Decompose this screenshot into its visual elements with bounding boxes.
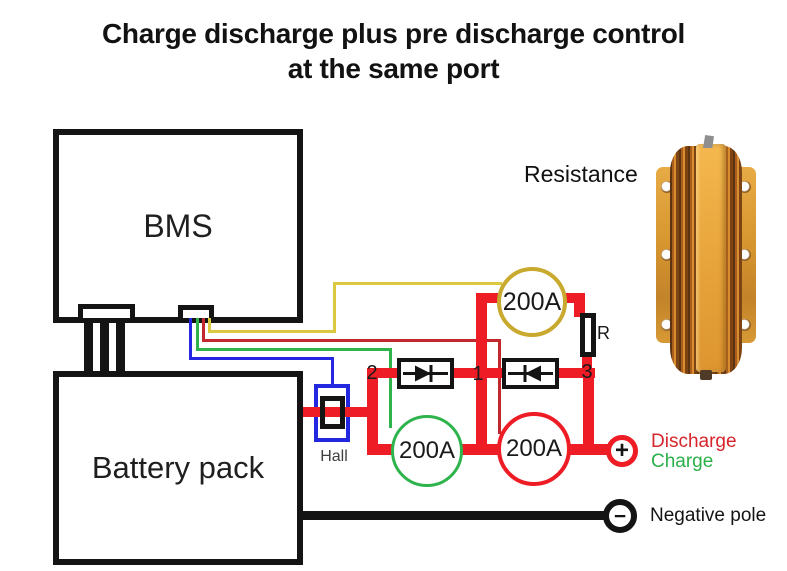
- charge-label: Charge: [651, 451, 714, 472]
- power-resistor-photo: [648, 132, 764, 384]
- battery-pack-box: Battery pack: [53, 371, 303, 565]
- bms-power-connector: [78, 304, 135, 323]
- junction-1-label: 1: [472, 363, 484, 385]
- discharge-label: Discharge: [651, 431, 737, 452]
- wire-yellow-run2: [333, 282, 502, 285]
- wire-yellow-rise: [333, 282, 336, 333]
- negative-terminal-icon: −: [603, 499, 637, 533]
- mounting-hole: [739, 319, 751, 331]
- precharge-contactor-rating: 200A: [502, 287, 562, 316]
- wire-blue-fall: [331, 357, 334, 386]
- diode-2-box: [502, 358, 559, 389]
- resistor-face: [696, 144, 726, 372]
- wire-green-run: [196, 348, 392, 351]
- resistor-terminal-tab: [703, 135, 714, 148]
- bms-label: BMS: [143, 207, 213, 244]
- resistor-bottom-terminal: [700, 370, 712, 380]
- wire-battery-negative: [303, 511, 605, 520]
- page-title: Charge discharge plus pre discharge cont…: [0, 16, 787, 86]
- diode-left-icon: [508, 365, 553, 382]
- charge-contactor-rating: 200A: [398, 437, 456, 464]
- hall-label: Hall: [320, 448, 348, 465]
- discharge-contactor: 200A: [497, 412, 571, 486]
- wire-bottom-bus: [367, 444, 608, 455]
- positive-terminal-icon: +: [606, 435, 638, 467]
- junction-3-label: 3: [581, 361, 593, 383]
- wire-red-fall: [498, 339, 501, 434]
- plus-sign: +: [614, 437, 629, 464]
- hall-sensor-core: [320, 396, 345, 429]
- power-bar-3: [116, 321, 125, 372]
- wire-junction2-vertical: [367, 368, 378, 455]
- wire-junction1-vertical: [476, 293, 487, 455]
- resistance-caption: Resistance: [524, 161, 638, 187]
- diode-1-box: [397, 358, 454, 389]
- title-line-2: at the same port: [287, 53, 500, 84]
- wire-resistor-top: [574, 293, 585, 317]
- power-bar-1: [84, 321, 93, 372]
- mounting-hole: [739, 181, 751, 193]
- minus-sign: −: [613, 504, 627, 528]
- wire-blue-drop: [189, 318, 192, 360]
- charge-contactor: 200A: [391, 415, 463, 487]
- resistor-label: R: [597, 323, 610, 343]
- mounting-hole: [739, 249, 751, 261]
- power-bar-2: [100, 321, 109, 372]
- wire-red-run: [202, 339, 501, 342]
- wire-blue-run: [189, 357, 334, 360]
- wire-red-drop: [202, 318, 205, 342]
- wire-resistor-bottom: [582, 354, 592, 370]
- diode-right-icon: [403, 365, 448, 382]
- resistor-symbol: [580, 313, 596, 357]
- wire-junction3-vertical: [583, 368, 594, 455]
- bms-box: BMS: [53, 129, 303, 323]
- wire-battery-positive: [303, 407, 373, 417]
- wire-yellow-drop: [208, 318, 211, 333]
- discharge-contactor-rating: 200A: [505, 435, 563, 462]
- battery-pack-label: Battery pack: [91, 450, 265, 485]
- title-line-1: Charge discharge plus pre discharge cont…: [101, 18, 686, 49]
- wire-green-drop: [196, 318, 199, 351]
- wire-yellow-run1: [208, 330, 336, 333]
- precharge-contactor: 200A: [497, 267, 567, 337]
- junction-2-label: 2: [366, 362, 378, 384]
- negative-pole-label: Negative pole: [650, 505, 767, 526]
- wire-green-fall: [389, 348, 392, 428]
